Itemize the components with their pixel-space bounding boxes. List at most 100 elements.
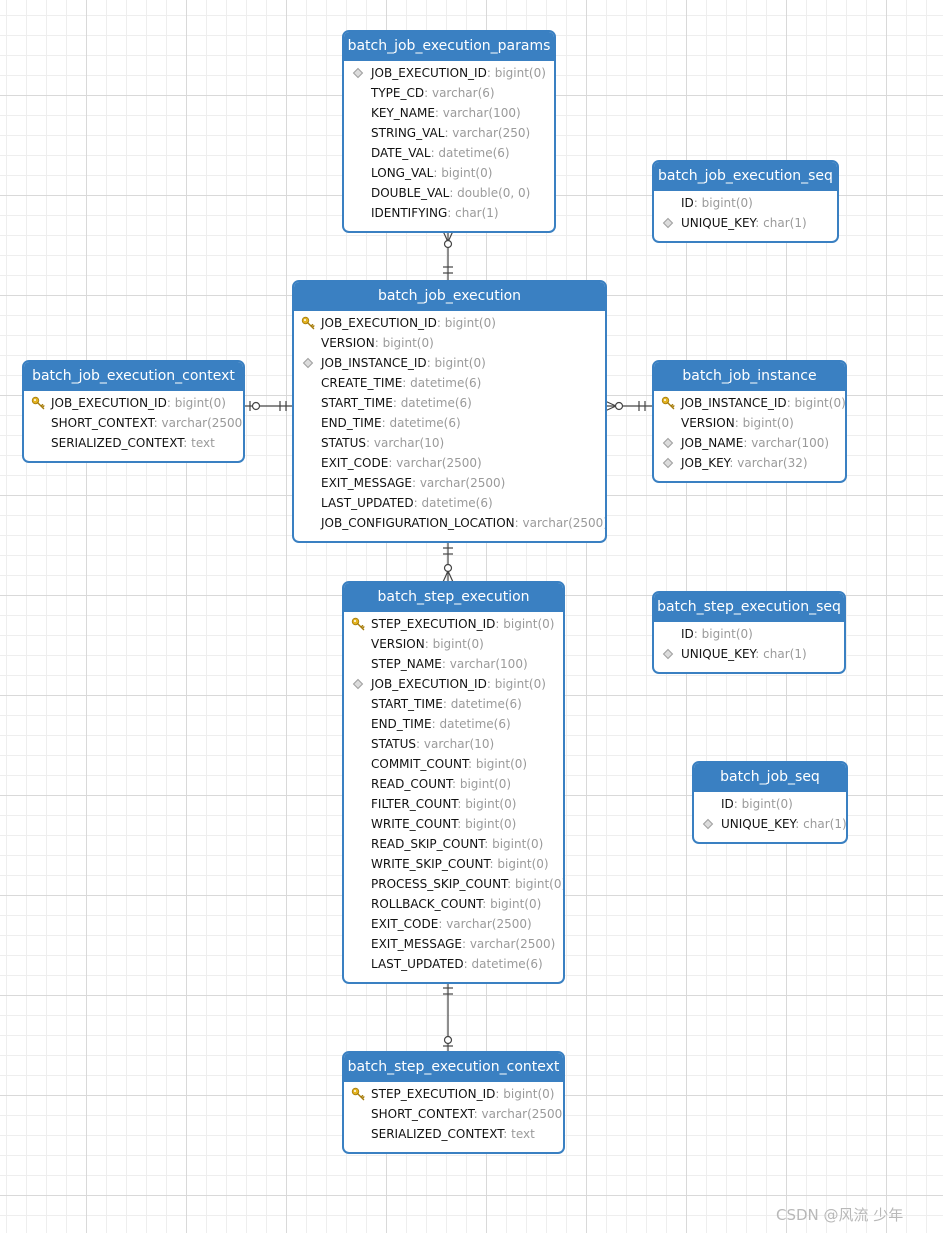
field-name: EXIT_MESSAGE (321, 476, 412, 490)
table-title: batch_job_execution_seq (654, 162, 837, 191)
field-type: bigint(0) (503, 1087, 555, 1101)
field-type: bigint(0) (490, 897, 542, 911)
field-name: STRING_VAL (371, 126, 445, 140)
field-type: varchar(2500) (522, 516, 607, 530)
field-type-separator: : (366, 436, 374, 450)
field-type: bigint(0) (444, 316, 496, 330)
primary-key-icon (351, 617, 365, 631)
field-type-separator: : (495, 617, 504, 631)
field-row: EXIT_CODE: varchar(2500) (344, 914, 563, 934)
field-type-separator: : (484, 837, 493, 851)
field-list: STEP_EXECUTION_ID: bigint(0) SHORT_CONTEX… (344, 1082, 563, 1150)
field-type-separator: : (447, 206, 456, 220)
field-type-separator: : (438, 917, 447, 931)
field-type: varchar(10) (373, 436, 445, 450)
field-name: STEP_NAME (371, 657, 442, 671)
field-type-separator: : (413, 496, 422, 510)
index-icon (661, 647, 675, 661)
field-name: STEP_EXECUTION_ID (371, 1087, 496, 1101)
field-name: READ_COUNT (371, 777, 452, 791)
field-row: KEY_NAME: varchar(100) (344, 103, 554, 123)
field-name: KEY_NAME (371, 106, 435, 120)
table-batch-step-execution-context[interactable]: batch_step_execution_context STEP_EXECUT… (342, 1051, 565, 1154)
field-row: IDENTIFYING: char(1) (344, 203, 554, 223)
field-type-separator: : (486, 677, 495, 691)
field-type: double(0, 0) (457, 186, 531, 200)
table-batch-job-execution-params[interactable]: batch_job_execution_params JOB_EXECUTION… (342, 30, 556, 233)
field-row: STATUS: varchar(10) (294, 433, 605, 453)
relationship-job-execution-step (442, 541, 454, 583)
field-type: bigint(0) (465, 817, 517, 831)
field-type: bigint(0) (701, 627, 753, 641)
table-title: batch_job_execution_params (344, 32, 554, 61)
field-type: varchar(2500) (481, 1107, 565, 1121)
field-name: END_TIME (371, 717, 432, 731)
field-type-separator: : (431, 717, 440, 731)
field-name: SHORT_CONTEXT (51, 416, 154, 430)
field-row: END_TIME: datetime(6) (344, 714, 563, 734)
table-batch-job-execution[interactable]: batch_job_execution JOB_EXECUTION_ID: bi… (292, 280, 607, 543)
field-type-separator: : (482, 897, 491, 911)
field-row: JOB_NAME: varchar(100) (654, 433, 845, 453)
field-type: varchar(100) (442, 106, 521, 120)
field-row: END_TIME: datetime(6) (294, 413, 605, 433)
field-name: END_TIME (321, 416, 382, 430)
field-row: UNIQUE_KEY: char(1) (654, 213, 837, 233)
field-name: ID (681, 627, 694, 641)
field-row: VERSION: bigint(0) (654, 413, 845, 433)
table-batch-step-execution-seq[interactable]: batch_step_execution_seq ID: bigint(0)UN… (652, 591, 846, 674)
field-type-separator: : (514, 516, 523, 530)
field-type-separator: : (495, 1087, 504, 1101)
field-row: STEP_NAME: varchar(100) (344, 654, 563, 674)
field-name: TYPE_CD (371, 86, 425, 100)
field-list: JOB_EXECUTION_ID: bigint(0)VERSION: bigi… (294, 311, 605, 539)
field-type: bigint(0) (741, 797, 793, 811)
primary-key-icon (31, 396, 45, 410)
field-name: WRITE_COUNT (371, 817, 458, 831)
table-batch-job-execution-seq[interactable]: batch_job_execution_seq ID: bigint(0)UNI… (652, 160, 839, 243)
field-type: bigint(0) (503, 617, 555, 631)
field-row: EXIT_MESSAGE: varchar(2500) (344, 934, 563, 954)
field-type-separator: : (451, 777, 460, 791)
field-row: VERSION: bigint(0) (344, 634, 563, 654)
field-type-separator: : (424, 637, 433, 651)
field-row: READ_COUNT: bigint(0) (344, 774, 563, 794)
field-type: varchar(6) (431, 86, 495, 100)
field-type: bigint(0) (475, 757, 528, 771)
field-name: VERSION (371, 637, 425, 651)
field-type: datetime(6) (439, 717, 511, 731)
field-type: datetime(6) (421, 496, 493, 510)
field-row: READ_SKIP_COUNT: bigint(0) (344, 834, 563, 854)
table-batch-job-execution-context[interactable]: batch_job_execution_context JOB_EXECUTIO… (22, 360, 245, 463)
field-row: DATE_VAL: datetime(6) (344, 143, 554, 163)
field-type-separator: : (486, 66, 495, 80)
field-type: char(1) (763, 216, 807, 230)
field-list: JOB_EXECUTION_ID: bigint(0)TYPE_CD: varc… (344, 61, 554, 229)
field-name: SHORT_CONTEXT (371, 1107, 474, 1121)
field-name: JOB_EXECUTION_ID (321, 316, 437, 330)
field-type-separator: : (388, 456, 397, 470)
field-type-separator: : (489, 857, 498, 871)
field-type-separator: : (183, 436, 192, 450)
table-batch-job-seq[interactable]: batch_job_seq ID: bigint(0)UNIQUE_KEY: c… (692, 761, 848, 844)
table-batch-step-execution[interactable]: batch_step_execution STEP_EXECUTION_ID: … (342, 581, 565, 984)
field-row: EXIT_MESSAGE: varchar(2500) (294, 473, 605, 493)
field-row: START_TIME: datetime(6) (344, 694, 563, 714)
table-batch-job-instance[interactable]: batch_job_instance JOB_INSTANCE_ID: bigi… (652, 360, 847, 483)
field-type-separator: : (786, 396, 795, 410)
field-type-separator: : (755, 216, 764, 230)
field-type: char(1) (803, 817, 847, 831)
field-name: JOB_EXECUTION_ID (371, 677, 487, 691)
index-icon (661, 456, 675, 470)
field-type: datetime(6) (471, 957, 543, 971)
field-name: COMMIT_COUNT (371, 757, 468, 771)
field-type: bigint(0) (459, 777, 512, 791)
table-title: batch_step_execution_seq (654, 593, 844, 622)
field-row: JOB_INSTANCE_ID: bigint(0) (654, 393, 845, 413)
field-type: bigint(0) (432, 637, 484, 651)
field-row: FILTER_COUNT: bigint(0) (344, 794, 563, 814)
field-type: bigint(0) (174, 396, 226, 410)
field-name: UNIQUE_KEY (681, 647, 756, 661)
field-type-separator: : (441, 657, 450, 671)
